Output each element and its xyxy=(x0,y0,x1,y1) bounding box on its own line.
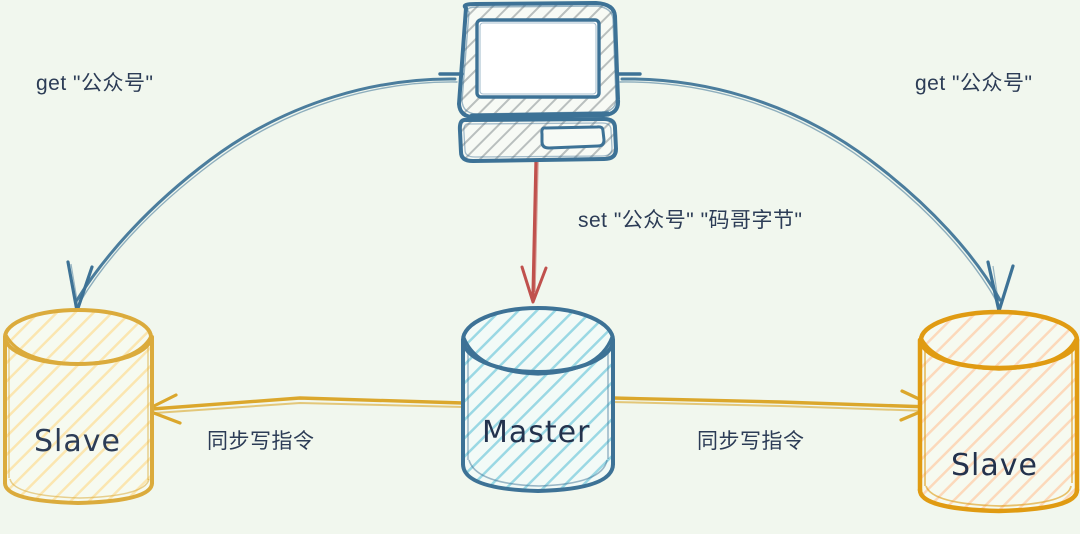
edge-get-left xyxy=(66,77,458,313)
edge-label-sync-left: 同步写指令 xyxy=(207,430,315,453)
node-label-master: Master xyxy=(482,415,591,450)
edge-label-get-left: get "公众号" xyxy=(36,72,154,95)
edge-label-set-command: set "公众号" "码哥字节" xyxy=(578,209,803,232)
edge-label-sync-right: 同步写指令 xyxy=(697,430,805,453)
edge-sync-right xyxy=(611,389,936,422)
edge-sync-left xyxy=(144,393,465,425)
edge-get-right xyxy=(619,77,1015,313)
node-label-slave-right: Slave xyxy=(951,448,1038,483)
node-master xyxy=(461,306,615,494)
node-slave-left xyxy=(3,308,154,506)
edge-label-get-right: get "公众号" xyxy=(915,72,1033,95)
node-label-slave-left: Slave xyxy=(34,424,121,459)
node-slave-right xyxy=(917,309,1080,514)
edge-set-master xyxy=(520,158,548,304)
client-computer-icon xyxy=(438,1,642,163)
